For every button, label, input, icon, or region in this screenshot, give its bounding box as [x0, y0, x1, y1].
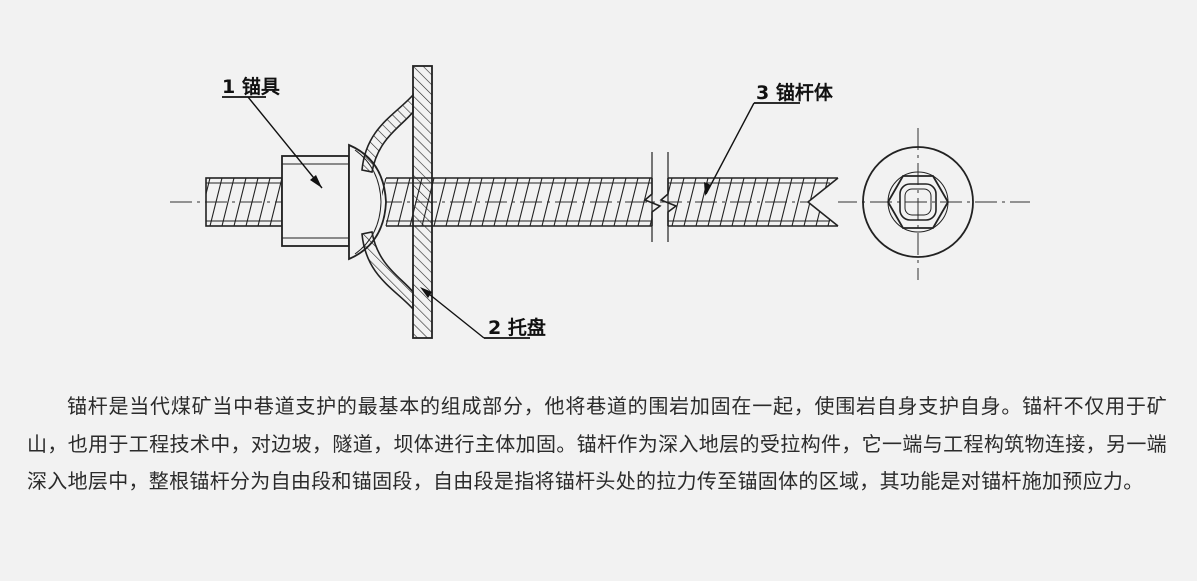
thread-line: [457, 178, 471, 226]
rod-right-segment: [668, 177, 839, 227]
thread-line: [445, 178, 459, 226]
thread-line: [433, 178, 447, 226]
thread-line: [206, 178, 211, 197]
thread-line: [517, 178, 531, 226]
label-rod: 3 锚杆体: [756, 81, 834, 104]
thread-line: [707, 178, 721, 226]
thread-line: [382, 178, 387, 197]
tray-plate: [361, 65, 433, 339]
thread-line: [791, 178, 805, 226]
thread-line: [668, 178, 673, 197]
leader-rod: [704, 102, 800, 196]
anchorage-nut: [281, 155, 350, 247]
thread-line: [553, 178, 567, 226]
thread-line: [613, 178, 627, 226]
thread-line: [469, 178, 483, 226]
thread-line: [767, 178, 781, 226]
rod-left-segment: [205, 177, 283, 227]
thread-line: [385, 178, 399, 226]
anchor-bolt-diagram: 1 锚具 2 托盘 3 锚杆体: [170, 65, 1030, 339]
thread-line: [683, 178, 697, 226]
thread-line: [257, 178, 271, 226]
thread-line: [421, 178, 435, 226]
description-paragraph: 锚杆是当代煤矿当中巷道支护的最基本的组成部分，他将巷道的围岩加固在一起，使围岩自…: [27, 394, 1167, 493]
rod-middle-segment: [382, 177, 652, 227]
thread-line: [755, 178, 769, 226]
end-view: [862, 128, 974, 280]
thread-line: [209, 178, 223, 226]
thread-line: [233, 178, 247, 226]
thread-line: [221, 178, 235, 226]
break-symbol: [643, 152, 678, 242]
thread-line: [671, 178, 685, 226]
thread-line: [529, 178, 543, 226]
label-tray: 2 托盘: [488, 316, 546, 339]
thread-line: [589, 178, 603, 226]
thread-line: [565, 178, 579, 226]
thread-line: [779, 178, 793, 226]
thread-line: [577, 178, 591, 226]
thread-line: [505, 178, 519, 226]
thread-line: [269, 178, 282, 226]
thread-line: [541, 178, 555, 226]
thread-line: [493, 178, 507, 226]
thread-line: [481, 178, 495, 226]
leader-tray: [420, 287, 530, 339]
thread-line: [731, 178, 745, 226]
thread-line: [743, 178, 757, 226]
thread-line: [625, 178, 639, 226]
thread-line: [719, 178, 733, 226]
leader-anchorage: [222, 96, 323, 189]
thread-line: [637, 178, 651, 226]
thread-line: [409, 178, 423, 226]
thread-line: [397, 178, 411, 226]
thread-line: [601, 178, 615, 226]
label-anchorage: 1 锚具: [222, 75, 280, 98]
thread-line: [245, 178, 259, 226]
